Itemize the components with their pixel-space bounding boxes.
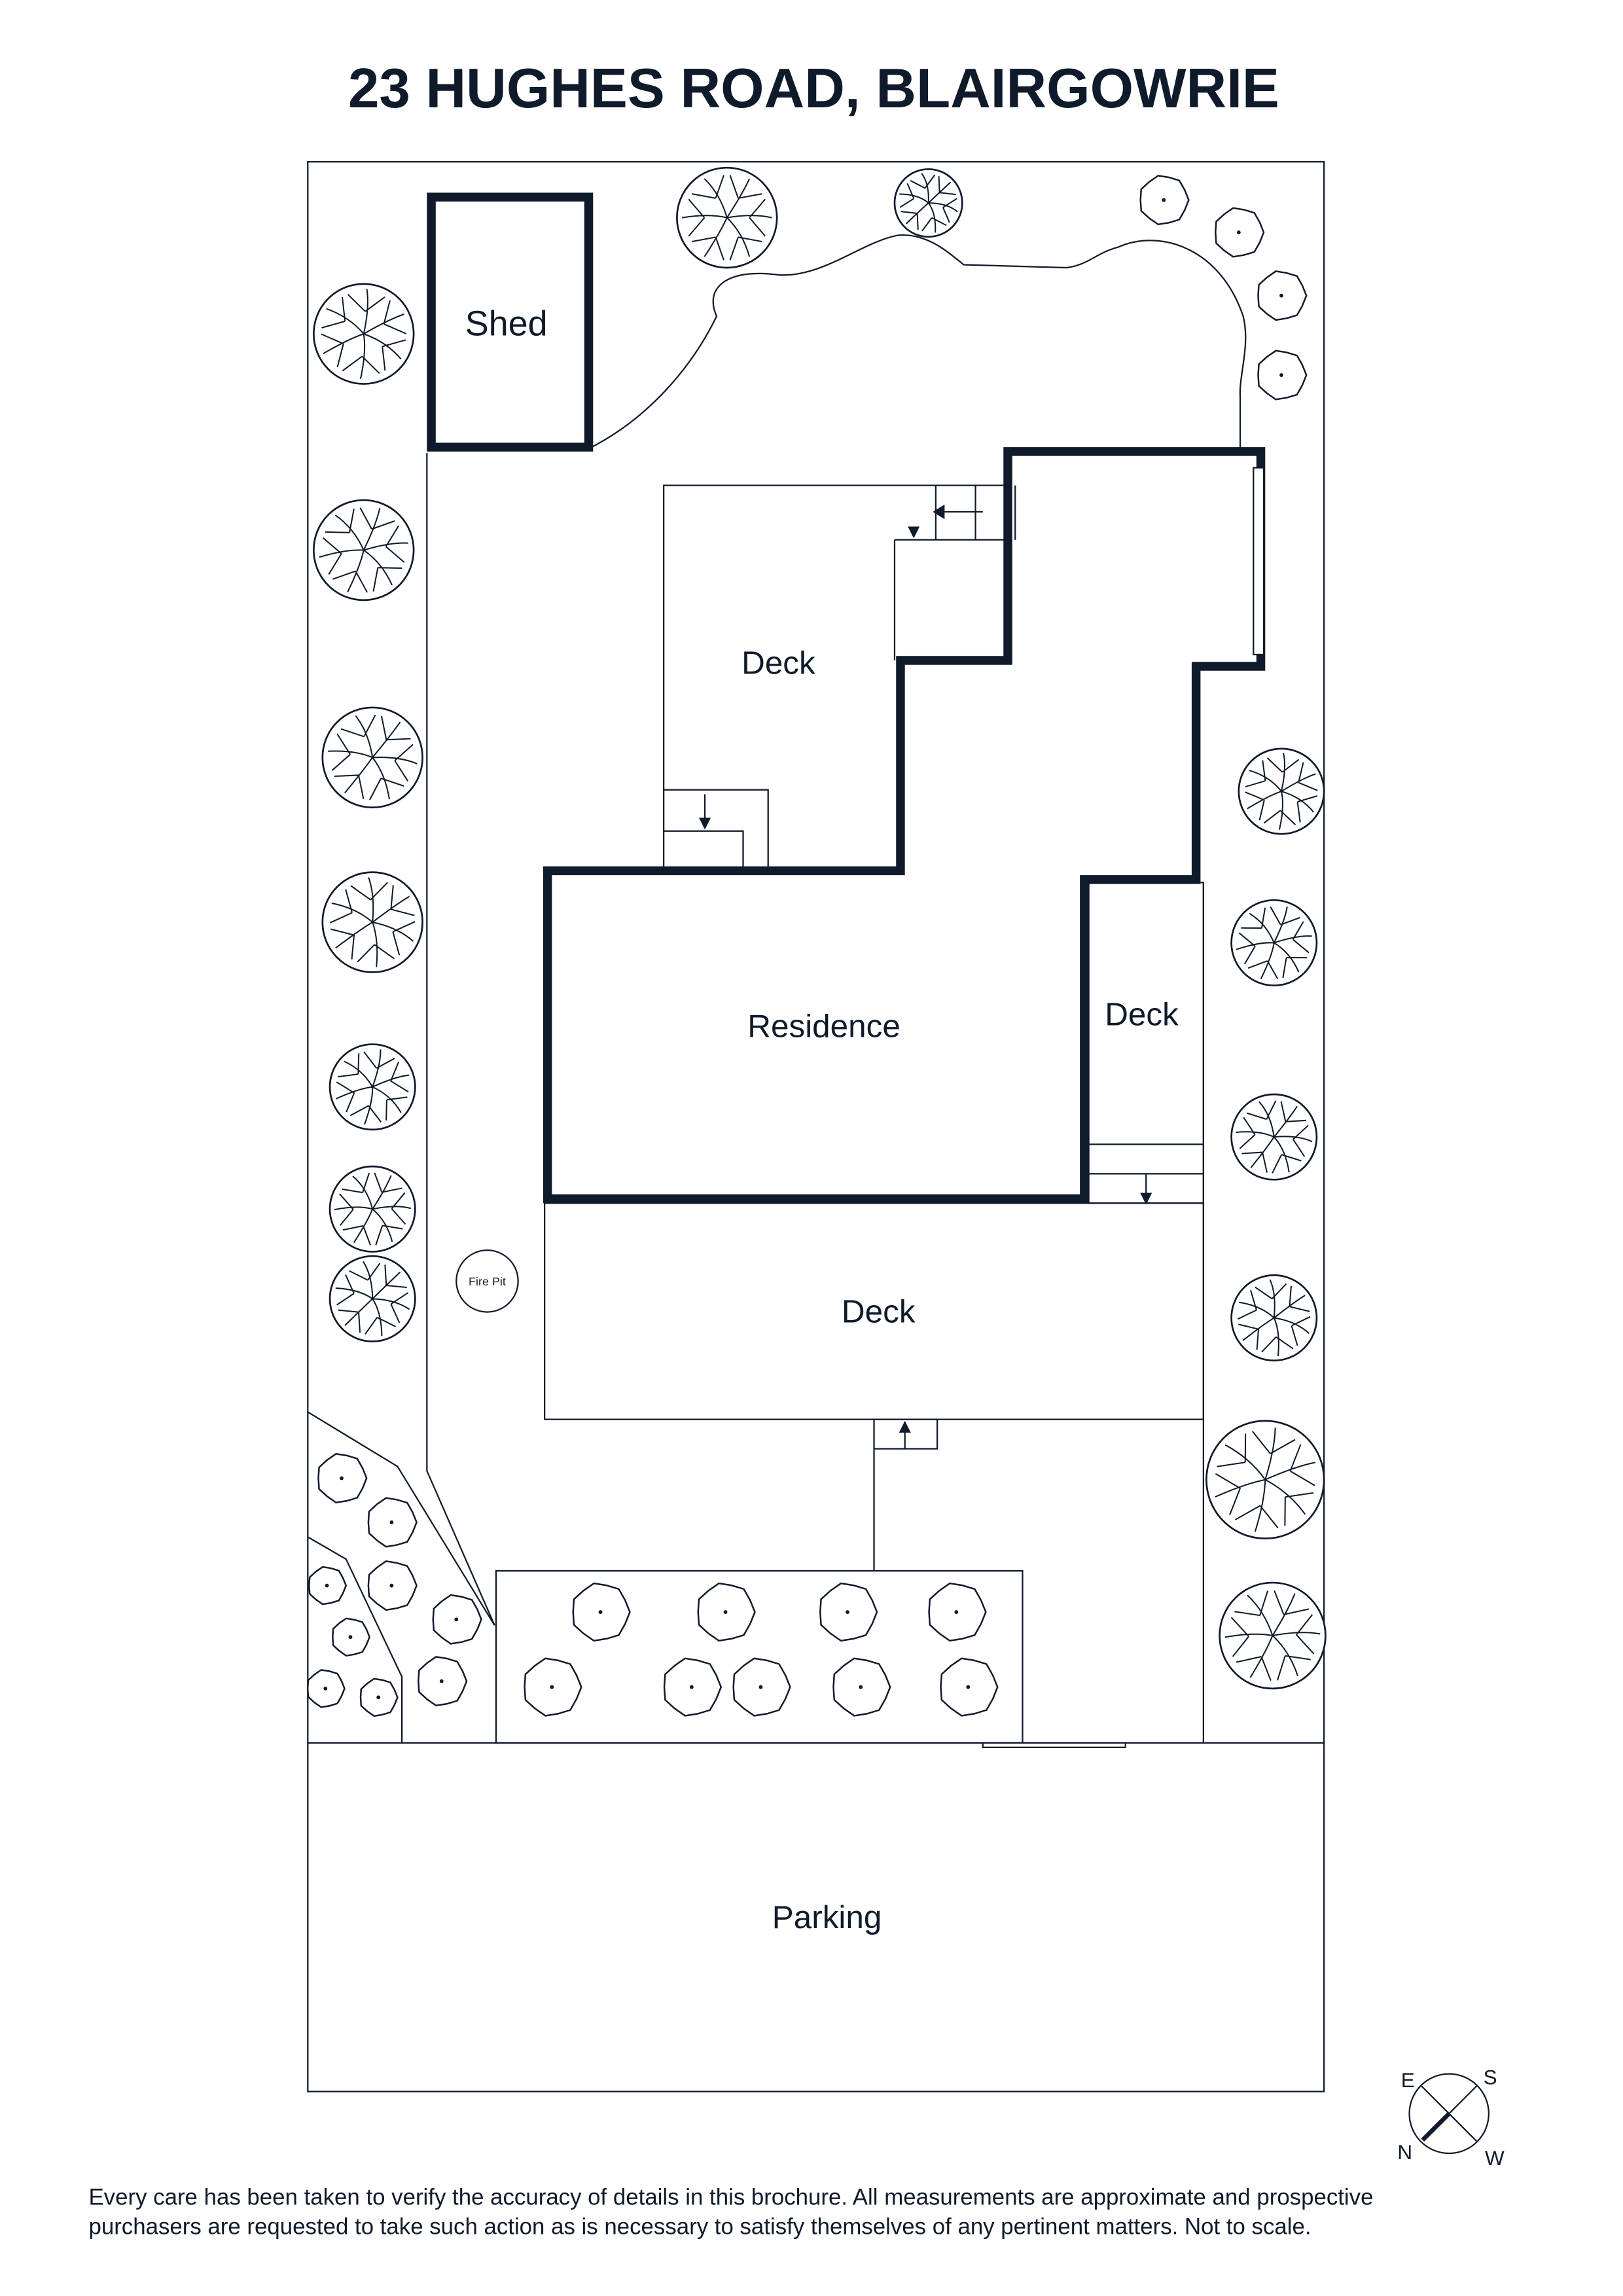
trees xyxy=(306,166,1327,1717)
upper-deck-steps xyxy=(664,789,769,868)
lower-deck-label: Deck xyxy=(842,1293,916,1329)
shed xyxy=(427,192,594,452)
shrub-icon xyxy=(367,1497,418,1548)
compass-e: E xyxy=(1401,2069,1415,2092)
tree-icon xyxy=(1230,1274,1318,1362)
shrub-icon xyxy=(697,1582,756,1642)
shrub-icon xyxy=(940,1657,999,1717)
compass-w: W xyxy=(1485,2147,1505,2170)
garden-bed-left-2 xyxy=(307,1536,403,1744)
shrub-icon xyxy=(832,1657,891,1717)
shrub-icon xyxy=(1257,350,1308,401)
compass-n: N xyxy=(1397,2141,1412,2164)
shrub-icon xyxy=(732,1657,791,1717)
garden-bed-left-1 xyxy=(307,1411,495,1626)
tree-icon xyxy=(1238,747,1325,835)
garden-bed xyxy=(495,1570,1024,1744)
upper-deck-stairs xyxy=(893,485,1016,661)
shrub-icon xyxy=(1215,207,1265,258)
upper-deck xyxy=(663,484,1008,868)
step-arrow-icon xyxy=(699,817,711,830)
tree-icon xyxy=(329,1043,416,1131)
tree-icon xyxy=(321,706,423,809)
parking-label: Parking xyxy=(772,1899,882,1935)
tree-icon xyxy=(1230,899,1318,987)
shrub-icon xyxy=(332,1617,371,1657)
compass-s: S xyxy=(1484,2066,1497,2089)
tree-icon xyxy=(893,168,963,238)
shrub-icon xyxy=(663,1657,722,1717)
residence xyxy=(543,447,1266,1204)
shrub-icon xyxy=(359,1677,399,1717)
shed-label: Shed xyxy=(465,304,548,343)
shrub-icon xyxy=(524,1657,582,1717)
shrub-icon xyxy=(308,1566,348,1605)
stair-arrow-icon xyxy=(908,504,945,539)
shrub-icon xyxy=(306,1669,346,1708)
disclaimer-line-1: Every care has been taken to verify the … xyxy=(88,2185,1373,2210)
gate xyxy=(982,1742,1126,1748)
residence-label: Residence xyxy=(747,1008,901,1044)
tree-icon xyxy=(676,166,778,269)
residence-window xyxy=(1253,467,1265,656)
side-deck xyxy=(1088,882,1205,1204)
tree-icon xyxy=(312,283,415,385)
step-arrow-icon xyxy=(1140,1193,1152,1205)
tree-icon xyxy=(329,1165,416,1253)
fire-pit xyxy=(455,1249,519,1313)
property-boundary xyxy=(307,161,1325,2092)
shrub-icon xyxy=(819,1582,878,1642)
shrub-icon xyxy=(928,1582,987,1642)
shrub-icon xyxy=(367,1560,418,1611)
lower-deck-steps xyxy=(873,1418,938,1571)
left-path-edge xyxy=(426,453,495,1626)
shrub-icon xyxy=(572,1582,631,1642)
shrub-icon xyxy=(1139,175,1190,226)
tree-icon xyxy=(321,871,423,973)
shrub-icon xyxy=(1257,270,1308,321)
page-title: 23 HUGHES ROAD, BLAIRGOWRIE xyxy=(348,58,1279,120)
disclaimer-line-2: purchasers are requested to take such ac… xyxy=(88,2214,1311,2240)
step-arrow-icon xyxy=(899,1420,911,1433)
shrub-icon xyxy=(317,1452,368,1504)
tree-icon xyxy=(1219,1581,1327,1690)
compass: E S N W xyxy=(1397,2066,1505,2170)
tree-icon xyxy=(1205,1420,1325,1540)
tree-icon xyxy=(1230,1093,1318,1181)
shrub-icon xyxy=(432,1594,482,1645)
lawn-curve xyxy=(588,234,1247,450)
fire-pit-label: Fire Pit xyxy=(469,1275,506,1288)
shrub-icon xyxy=(418,1656,468,1707)
tree-icon xyxy=(329,1255,416,1342)
side-deck-label: Deck xyxy=(1105,996,1179,1032)
side-deck-steps xyxy=(1088,1143,1204,1194)
tree-icon xyxy=(312,499,415,601)
upper-deck-label: Deck xyxy=(741,645,815,681)
